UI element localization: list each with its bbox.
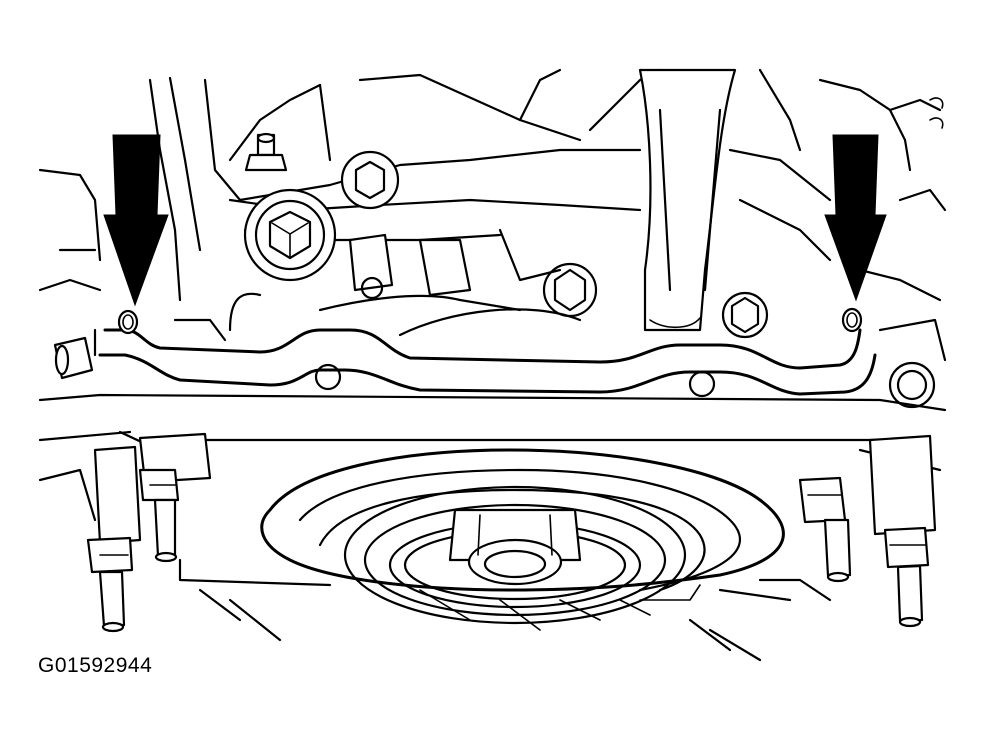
figure-id-label: G01592944 <box>38 654 153 677</box>
bolt-top-center <box>340 150 400 210</box>
pipe <box>638 68 737 332</box>
right-studs <box>798 434 937 628</box>
hex-plug <box>243 188 337 282</box>
bolt-right <box>721 291 769 339</box>
rear-main-seal <box>260 448 785 631</box>
bolt-center <box>542 262 598 318</box>
sensor <box>348 233 472 300</box>
upper-engine-structure <box>38 68 947 302</box>
left-arrow-icon <box>103 134 169 307</box>
stud-top-left <box>244 132 288 172</box>
left-dowel-pin <box>117 309 139 335</box>
right-round-part <box>878 318 947 409</box>
lower-block <box>38 393 947 662</box>
inner-housing <box>173 228 582 342</box>
left-fitting <box>53 336 94 380</box>
right-arrow-icon <box>824 134 887 302</box>
gasket-flange <box>93 328 877 398</box>
left-studs <box>86 432 212 633</box>
right-dowel-pin <box>841 307 863 333</box>
